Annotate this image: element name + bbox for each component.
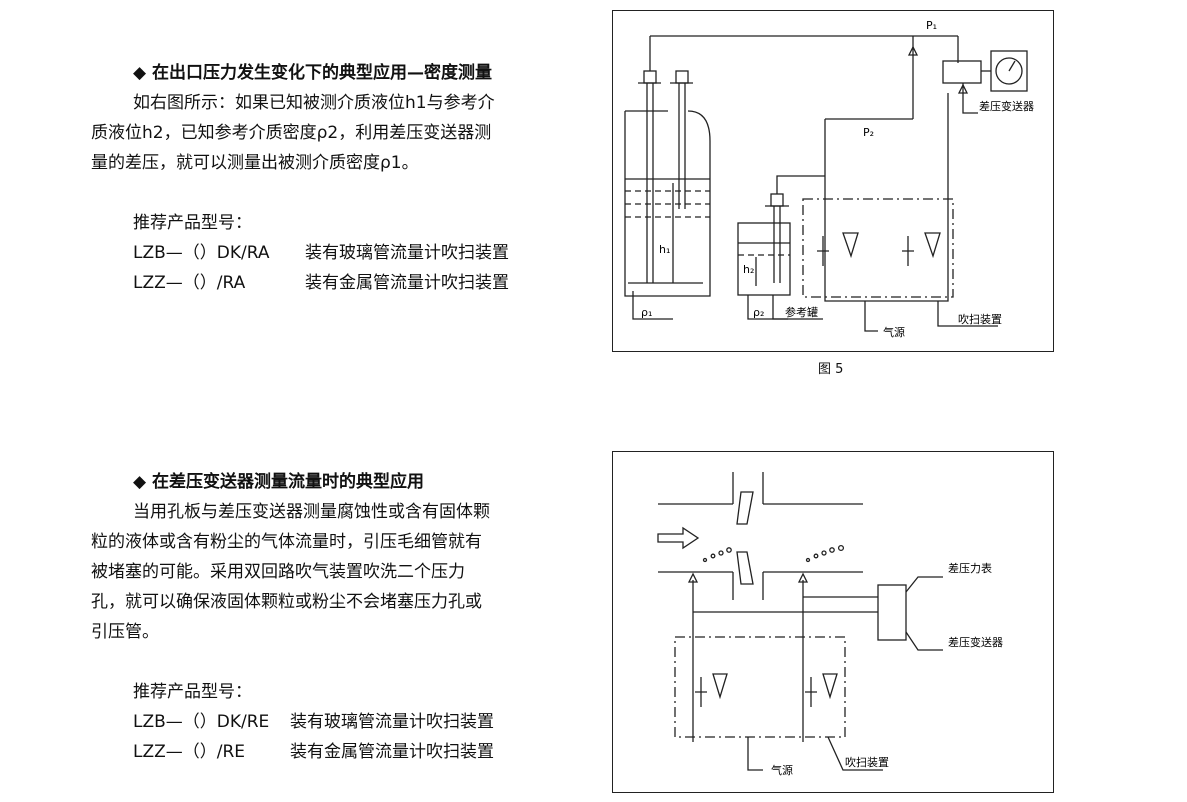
purge-valve-2 — [902, 236, 914, 266]
transmitter-leader — [905, 631, 943, 651]
arrow-up-right — [797, 572, 809, 583]
section2-paragraph-line1: 当用孔板与差压变送器测量腐蚀性或含有固体颗 — [133, 502, 490, 522]
section1-paragraph-line2: 质液位h2，已知参考介质密度ρ2，利用差压变送器测 — [91, 123, 492, 143]
label-air-source: 气源 — [883, 325, 905, 339]
orifice-plate-bottom — [736, 551, 754, 585]
purge-leader — [827, 736, 883, 771]
gauge-needle — [1008, 60, 1016, 72]
orifice-plate-top — [736, 491, 754, 525]
section2-paragraph-line2: 粒的液体或含有粉尘的气体流量时，引压毛细管就有 — [91, 532, 482, 552]
section2-heading: ◆ 在差压变送器测量流量时的典型应用 — [133, 472, 424, 492]
p2-housing — [824, 93, 949, 302]
figure5-density-diagram: P₁ P₂ 差压变送器 h₁ h₂ ρ₁ ρ₂ 参考罐 气源 吹扫装置 — [612, 10, 1054, 352]
transmitter-body — [877, 584, 907, 641]
label-h2: h₂ — [743, 263, 754, 276]
label-transmitter: 差压变送器 — [979, 99, 1034, 113]
flowmeter-left — [712, 673, 728, 700]
section2-paragraph-line3: 被堵塞的可能。采用双回路吹气装置吹洗二个压力 — [91, 562, 465, 582]
section1-paragraph-line3: 量的差压，就可以测量出被测介质密度ρ1。 — [91, 153, 419, 173]
figure6-svg: 差压力表 差压变送器 气源 吹扫装置 — [657, 472, 1003, 777]
bubble-9 — [837, 544, 845, 552]
section2-paragraph-line4: 孔，就可以确保液固体颗粒或粉尘不会堵塞压力孔或 — [91, 592, 482, 612]
reference-tank-leader — [772, 295, 823, 320]
purge-device-box — [674, 636, 846, 738]
figure6-flow-diagram: 差压力表 差压变送器 气源 吹扫装置 — [612, 451, 1054, 793]
transmitter-body — [942, 60, 982, 84]
arrow-up-1 — [907, 45, 919, 56]
bubble-3 — [718, 550, 724, 556]
label-purge-device: 吹扫装置 — [958, 313, 1002, 326]
gauge-dial — [995, 57, 1023, 85]
bubble-6 — [813, 553, 819, 559]
bubble-5 — [805, 557, 811, 563]
ref-tube-flange — [770, 193, 784, 207]
air-source-pipe — [864, 301, 878, 332]
section2-recommend-title: 推荐产品型号： — [133, 682, 252, 702]
bubble-2 — [710, 553, 716, 559]
rho1-leader — [632, 291, 673, 320]
label-dp-gauge: 差压力表 — [948, 561, 992, 575]
transmitter-leader — [962, 83, 978, 114]
section2-product1-desc: 装有玻璃管流量计吹扫装置 — [290, 712, 494, 732]
air-source-pipe — [747, 737, 763, 771]
section2-product2-desc: 装有金属管流量计吹扫装置 — [290, 742, 494, 762]
bubble-8 — [829, 547, 835, 553]
gauge-leader — [905, 576, 943, 593]
section1-product2-desc: 装有金属管流量计吹扫装置 — [305, 273, 509, 293]
purge-valve-left — [695, 677, 707, 707]
section1-product1-desc: 装有玻璃管流量计吹扫装置 — [305, 243, 509, 263]
main-tank — [624, 110, 711, 297]
figure5-svg: P₁ P₂ 差压变送器 h₁ h₂ ρ₁ ρ₂ 参考罐 气源 吹扫装置 — [624, 19, 1034, 339]
purge-leader — [937, 301, 998, 327]
label-rho1: ρ₁ — [641, 306, 652, 319]
purge-device-box — [802, 198, 954, 298]
section1-paragraph-line1: 如右图所示：如果已知被测介质液位h1与参考介 — [133, 93, 495, 113]
section1-product2-model: LZZ—（）/RA — [133, 273, 246, 293]
purge-valve-1 — [817, 236, 829, 266]
ref-tube-pipe — [776, 175, 825, 194]
label-p1: P₁ — [926, 19, 937, 32]
bubble-1 — [702, 557, 708, 563]
label-rho2: ρ₂ — [753, 306, 764, 319]
section1-recommend-title: 推荐产品型号： — [133, 213, 252, 233]
section1-product1-model: LZB—（）DK/RA — [133, 243, 270, 263]
section1-heading: ◆ 在出口压力发生变化下的典型应用—密度测量 — [133, 63, 492, 83]
bubble-4 — [726, 547, 732, 553]
section2-product2-model: LZZ—（）/RE — [133, 742, 246, 762]
label-p2: P₂ — [863, 126, 874, 139]
dip-tube1-flange — [643, 70, 657, 84]
reference-tank — [737, 222, 791, 296]
section2-product1-model: LZB—（）DK/RE — [133, 712, 270, 732]
label-air-source: 气源 — [771, 763, 793, 777]
label-reference-tank: 参考罐 — [785, 305, 818, 319]
flowmeter-1 — [842, 232, 859, 259]
flowmeter-right — [822, 673, 838, 700]
gauge-box — [990, 50, 1028, 92]
bubble-7 — [821, 550, 827, 556]
arrow-up-left — [687, 572, 699, 583]
dip-tube2-flange — [675, 70, 689, 84]
label-purge-device: 吹扫装置 — [845, 756, 889, 769]
section2-paragraph-line5: 引压管。 — [91, 622, 159, 642]
arrow-up-2 — [957, 83, 969, 94]
figure5-caption: 图 5 — [818, 362, 844, 377]
label-transmitter: 差压变送器 — [948, 635, 1003, 649]
flowmeter-2 — [924, 232, 941, 259]
label-h1: h₁ — [659, 243, 670, 256]
purge-valve-right — [805, 677, 817, 707]
flow-direction-arrow — [657, 526, 700, 550]
